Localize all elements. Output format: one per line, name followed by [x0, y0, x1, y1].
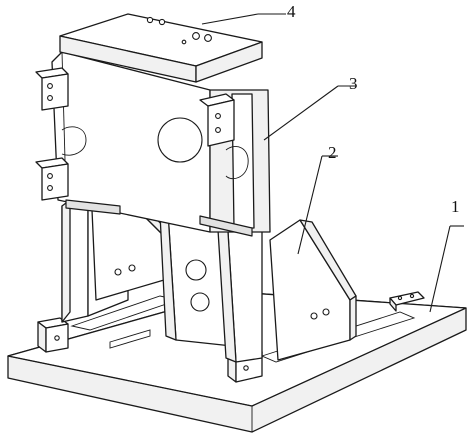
callout-label-3: 3	[349, 74, 358, 93]
callout-label-4: 4	[287, 2, 296, 21]
callout-label-1: 1	[451, 197, 460, 216]
lower-right-column	[217, 227, 263, 363]
support-bracket	[91, 199, 357, 361]
callout-label-2: 2	[328, 143, 337, 162]
callout-leaders	[201, 13, 464, 313]
top-plate	[59, 13, 263, 83]
front-left-clamp-block	[37, 317, 69, 353]
upper-frame	[35, 51, 271, 237]
